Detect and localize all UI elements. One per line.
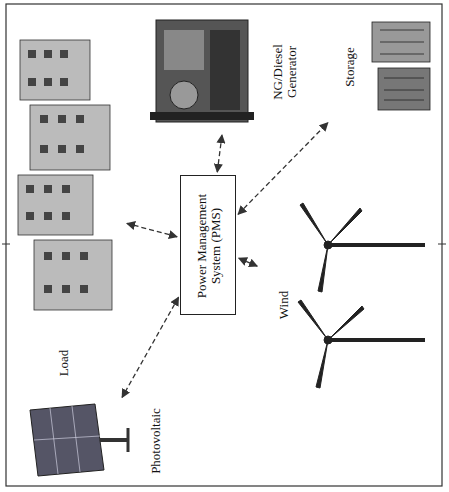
dashed-connector: [238, 123, 328, 215]
pv-panel-illustration: [30, 404, 128, 476]
load-node: Load: [14, 28, 124, 388]
generator-illustration: [150, 20, 254, 122]
tick: [438, 244, 446, 245]
wind-node: Wind: [260, 180, 435, 430]
node-label: Storage: [343, 32, 357, 102]
frame: [6, 4, 442, 486]
pv-node: Photovoltaic: [20, 400, 175, 482]
node-label: Wind: [277, 280, 291, 330]
dashed-connector: [127, 223, 177, 236]
buildings-illustration: [18, 40, 112, 310]
dashed-connector: [239, 258, 257, 266]
storage-node: Storage: [330, 12, 435, 122]
node-label: NG/Diesel Generator: [271, 27, 300, 117]
dashed-connector: [217, 135, 222, 172]
node-label: Power Management System (PMS): [195, 191, 224, 301]
tick: [2, 244, 10, 245]
pms-box: Power Management System (PMS): [180, 175, 236, 315]
wind-turbine-illustration: [298, 203, 425, 388]
node-label: Photovoltaic: [149, 401, 163, 481]
node-label: Load: [57, 333, 71, 393]
dashed-connector: [122, 297, 178, 397]
generator-node: NG/Diesel Generator: [150, 12, 310, 132]
storage-illustration: [372, 22, 430, 110]
